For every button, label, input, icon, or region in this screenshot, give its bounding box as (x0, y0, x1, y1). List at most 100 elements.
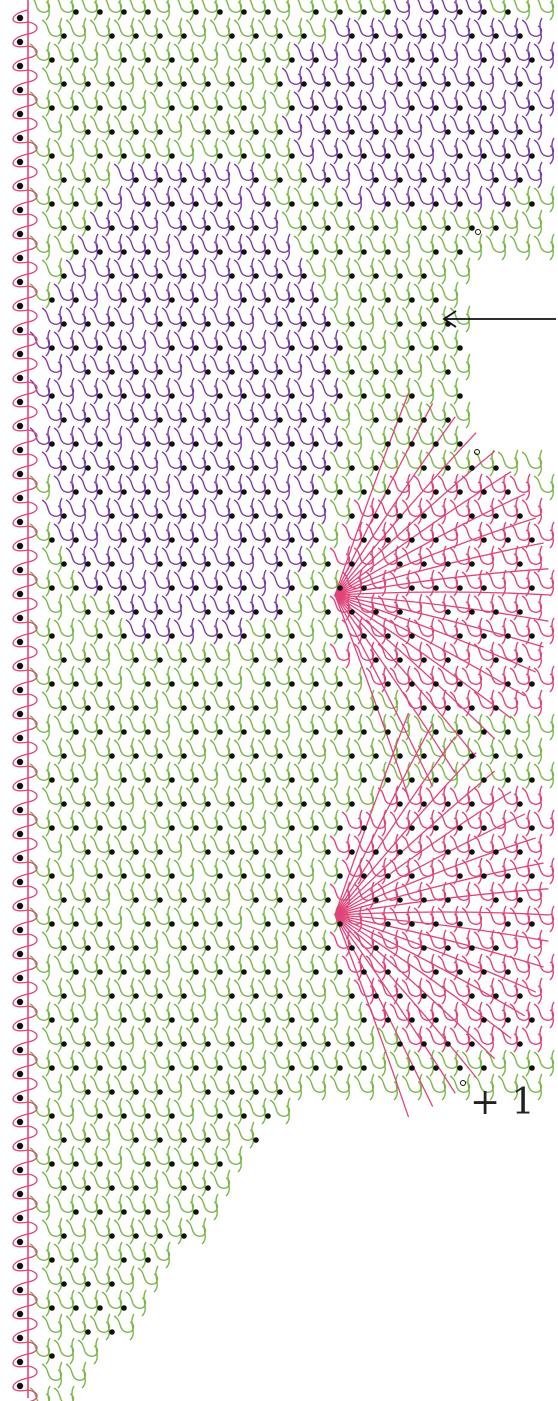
spider-thread (282, 402, 302, 428)
pin-hole (409, 441, 415, 447)
ground-thread (78, 42, 98, 68)
pin-hole (385, 777, 391, 783)
spider-thread (270, 378, 290, 404)
ground-thread (90, 642, 110, 668)
ground-thread (534, 1050, 554, 1076)
ground-thread (222, 762, 242, 788)
spider-thread (30, 330, 50, 356)
pin-hole (61, 1281, 67, 1287)
spider-thread (90, 306, 110, 332)
pin-hole (469, 33, 475, 39)
pin-hole (313, 969, 319, 975)
ground-thread (330, 258, 350, 284)
spider-thread (198, 474, 218, 500)
pin-hole (169, 1065, 175, 1071)
pin-hole (253, 417, 259, 423)
ground-thread (66, 1170, 86, 1196)
pin-hole (85, 801, 91, 807)
pin-hole (121, 729, 127, 735)
pin-hole (505, 969, 511, 975)
spider-thread (42, 354, 62, 380)
spider-thread (246, 330, 266, 356)
pin-hole (133, 657, 139, 663)
spider-thread (366, 186, 386, 212)
fan-thread (474, 642, 494, 668)
pin-hole (457, 393, 463, 399)
spider-thread (534, 90, 554, 116)
ground-thread (270, 858, 290, 884)
pin-hole (517, 609, 523, 615)
footside-pin (17, 111, 23, 117)
pin-hole (109, 1185, 115, 1191)
pin-hole (205, 1089, 211, 1095)
pin-hole (97, 873, 103, 879)
ground-thread (258, 162, 278, 188)
ground-thread (162, 1074, 182, 1100)
pin-hole (157, 513, 163, 519)
ground-thread (30, 282, 50, 308)
spider-thread (54, 282, 74, 308)
pin-hole (73, 201, 79, 207)
pin-hole (301, 417, 307, 423)
ground-thread (90, 162, 110, 188)
ground-thread (174, 42, 194, 68)
ground-thread (390, 234, 410, 260)
pin-hole (361, 1065, 367, 1071)
pin-hole (301, 561, 307, 567)
fan-thread (426, 978, 446, 1004)
ground-thread (30, 666, 50, 692)
spider-thread (90, 450, 110, 476)
ground-thread (150, 1242, 170, 1268)
pin-hole (49, 681, 55, 687)
pin-hole (229, 81, 235, 87)
pin-hole (301, 753, 307, 759)
ground-thread (234, 786, 254, 812)
fan-thread (510, 906, 530, 932)
pin-hole (529, 1017, 535, 1023)
ground-thread (30, 234, 50, 260)
ground-thread (378, 738, 398, 764)
ground-thread (258, 1026, 278, 1052)
ground-thread (186, 1026, 206, 1052)
pin-hole (289, 537, 295, 543)
pin-hole (109, 609, 115, 615)
pin-hole (433, 825, 439, 831)
pin-hole (457, 921, 463, 927)
pin-hole (133, 513, 139, 519)
pin-hole (313, 681, 319, 687)
ground-thread (30, 474, 50, 500)
pin-hole (241, 633, 247, 639)
pin-hole (301, 273, 307, 279)
pin-hole (205, 705, 211, 711)
ground-thread (258, 738, 278, 764)
fan-thread (522, 786, 542, 812)
pin-hole (409, 345, 415, 351)
fan-thread (414, 906, 434, 932)
pin-hole (265, 57, 271, 63)
ground-thread (90, 930, 110, 956)
pin-hole (229, 705, 235, 711)
ground-thread (198, 1098, 218, 1124)
pin-hole (289, 585, 295, 591)
pin-hole (313, 1065, 319, 1071)
ground-thread (522, 738, 542, 764)
pin-hole (361, 249, 367, 255)
ground-thread (510, 0, 530, 20)
pin-hole (277, 129, 283, 135)
spider-thread (114, 258, 134, 284)
spider-thread (222, 522, 242, 548)
spider-thread (150, 234, 170, 260)
spider-thread (210, 498, 230, 524)
pin-hole (73, 1161, 79, 1167)
ground-thread (102, 810, 122, 836)
pin-hole (493, 513, 499, 519)
spider-thread (138, 162, 158, 188)
pin-hole (181, 753, 187, 759)
footside-pin (17, 1119, 23, 1125)
pin-hole (229, 849, 235, 855)
ground-thread (30, 810, 50, 836)
pin-hole (205, 369, 211, 375)
spider-thread (138, 546, 158, 572)
fan-thread (330, 930, 350, 956)
